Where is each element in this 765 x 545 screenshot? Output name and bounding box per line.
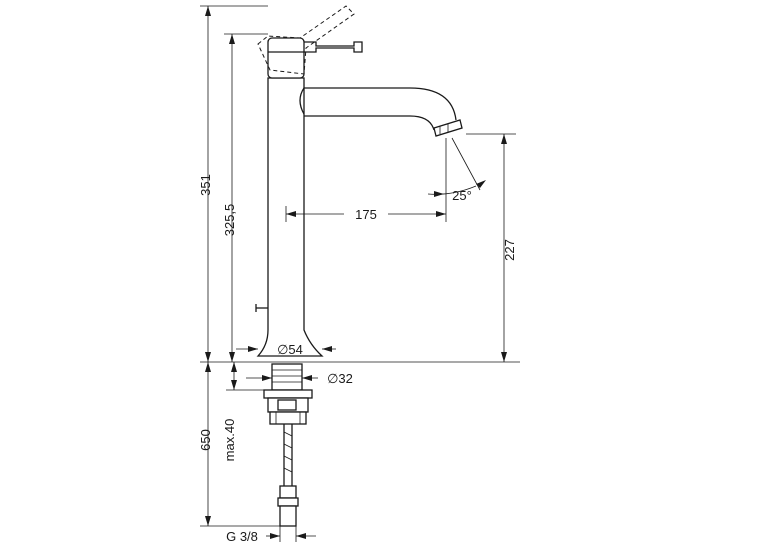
faucet-spout [299,87,463,137]
dim-body-height [224,33,268,362]
dim-reach [285,138,447,222]
dim-connection [266,526,316,542]
label-reach: 175 [355,207,377,222]
label-base-diameter: ∅54 [277,342,303,357]
dim-max-thickness [226,362,264,391]
faucet-body [255,37,363,357]
label-spout-angle: 25° [452,188,472,203]
dim-hose-length [200,362,282,527]
handle-swing-outline [257,5,355,75]
dim-base-diameter [236,346,336,352]
mounting-hardware [263,363,313,527]
dim-shank-diameter [246,375,318,381]
dim-spout-angle [427,137,486,197]
dim-total-height [200,5,268,362]
label-connection: G 3/8 [226,529,258,544]
label-hose-length: 650 [198,429,213,451]
label-body-height: 325,5 [222,204,237,237]
dim-spout-height [466,133,516,362]
label-max-thickness: max.40 [222,419,237,462]
label-shank-diameter: ∅32 [327,371,353,386]
label-total-height: 351 [198,174,213,196]
label-spout-height: 227 [502,239,517,261]
